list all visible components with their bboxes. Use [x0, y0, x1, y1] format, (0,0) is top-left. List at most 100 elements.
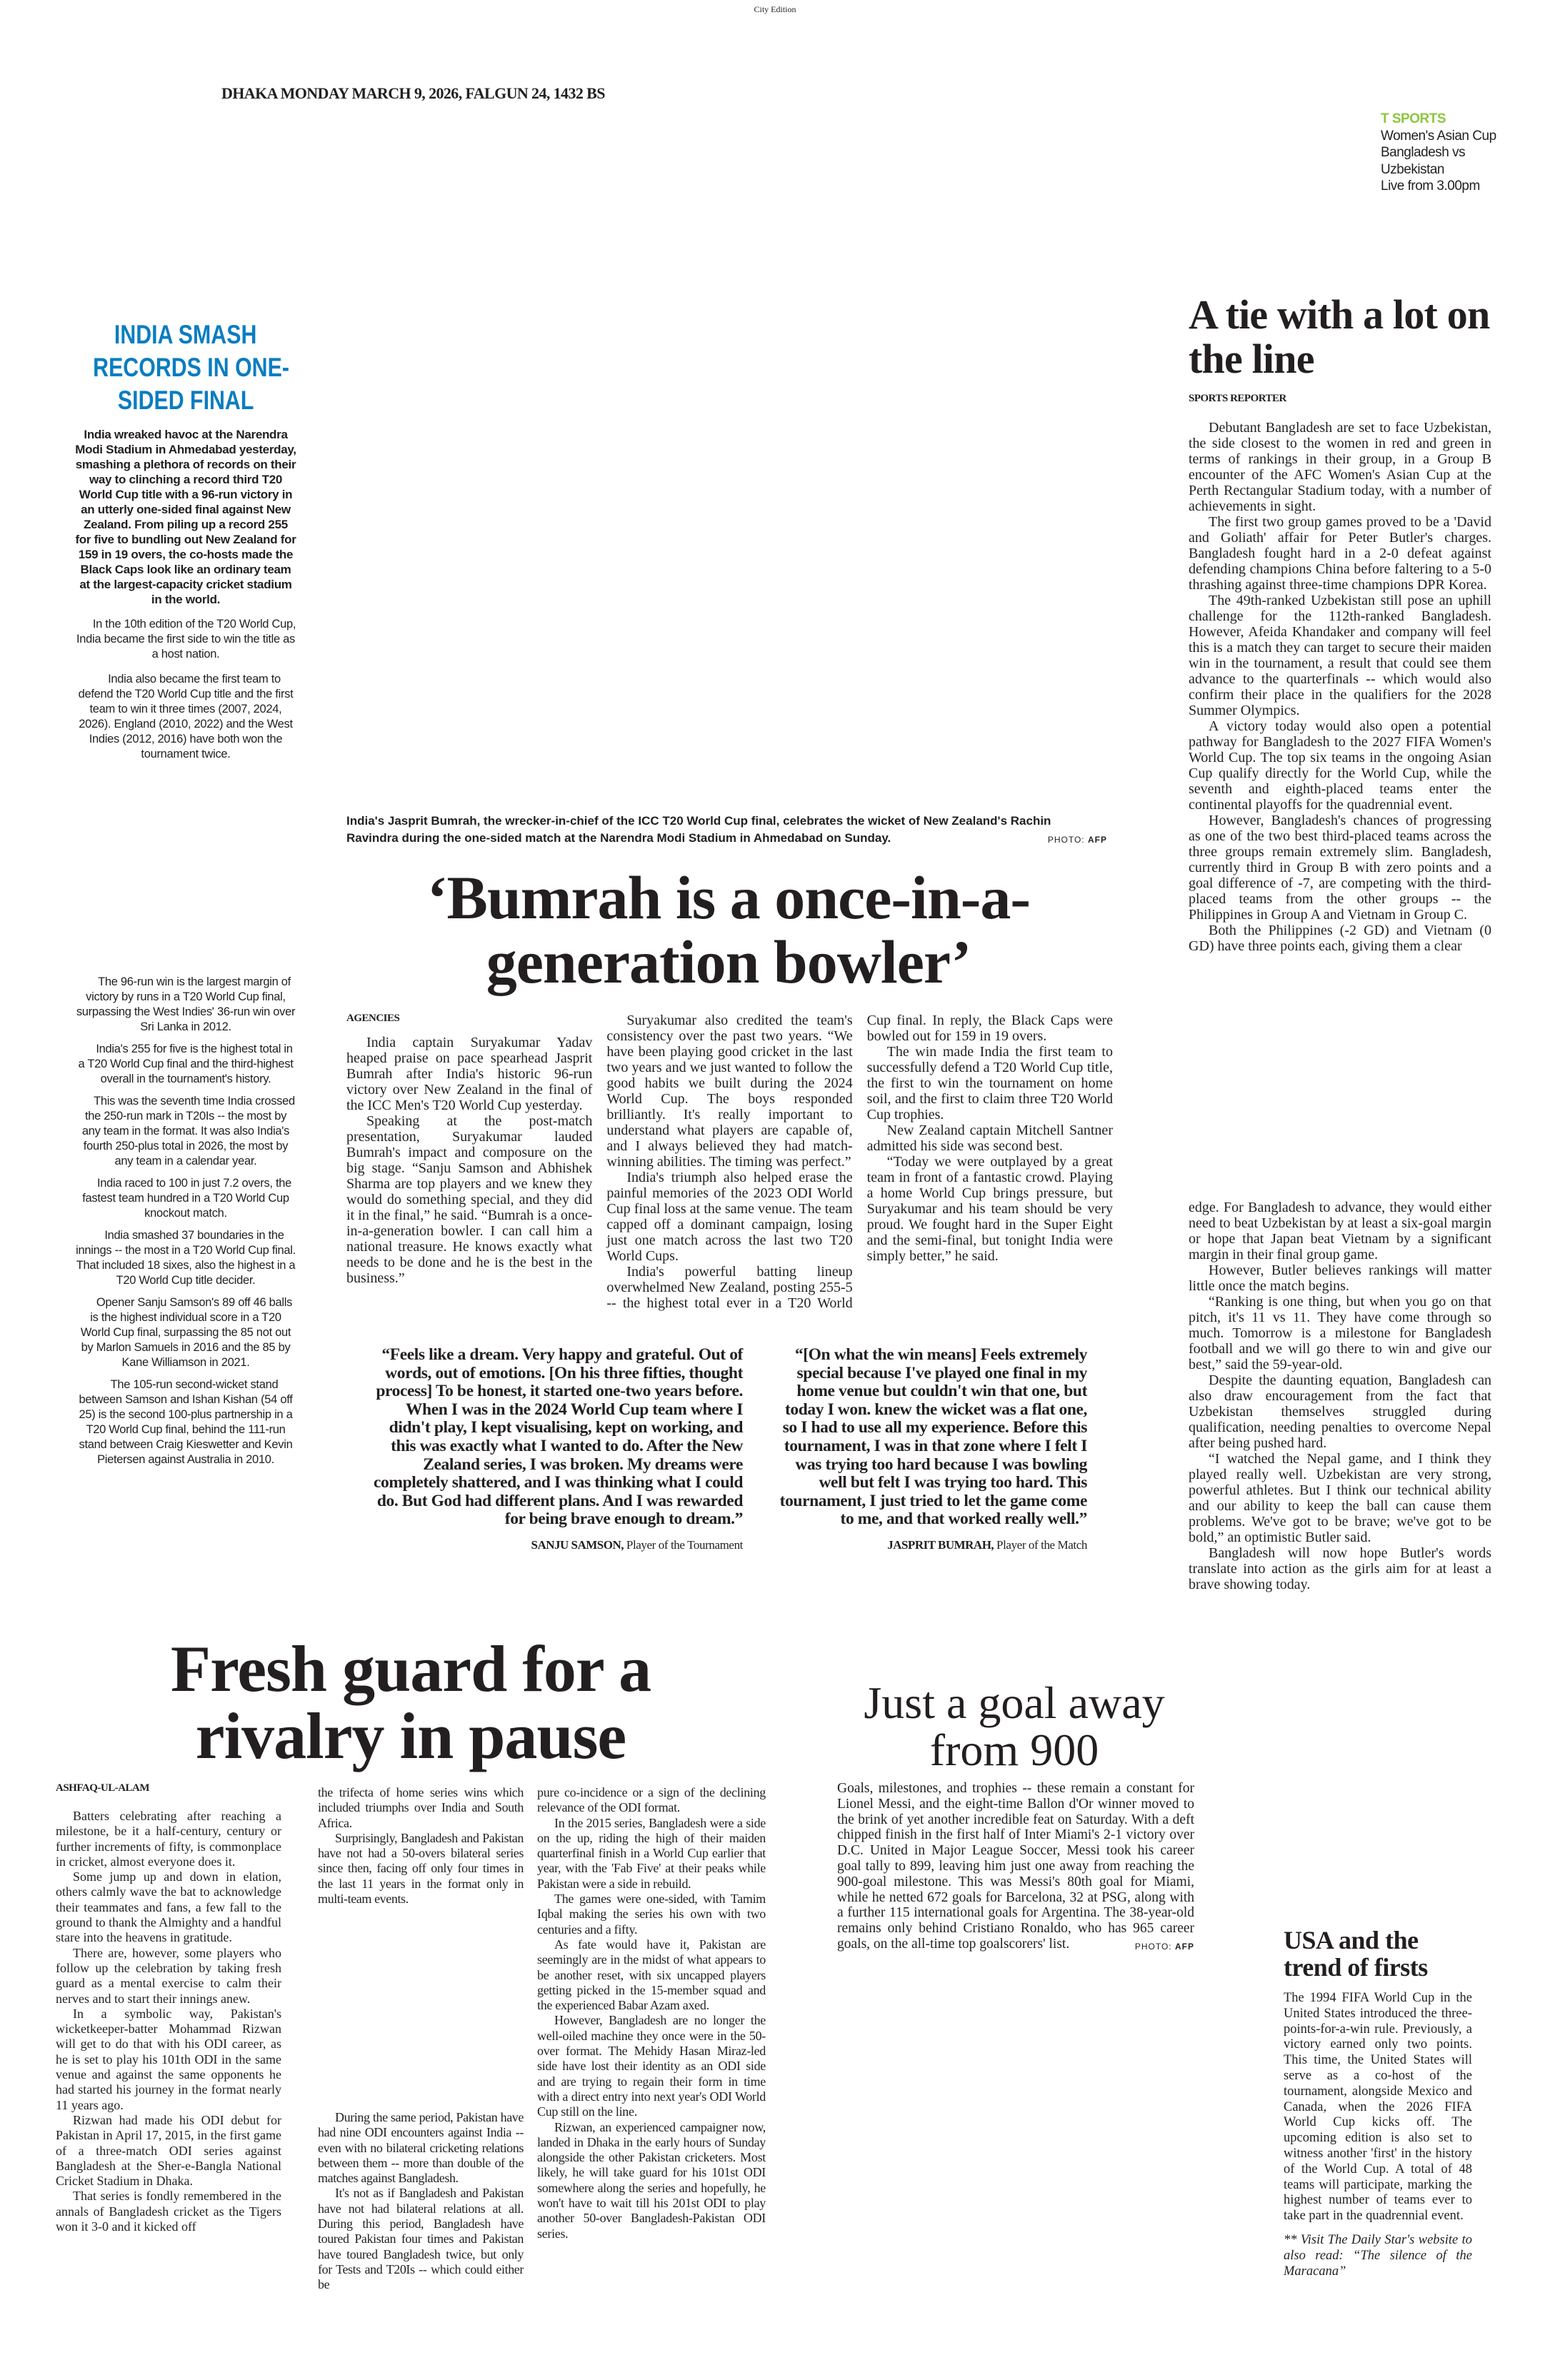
fresh-guard-column-1: Batters celebrating after reaching a mil… [56, 1809, 281, 2234]
paragraph: The win made India the first team to suc… [866, 1044, 1113, 1123]
byline: SPORTS REPORTER [1189, 393, 1286, 404]
photo-caption: India's Jasprit Bumrah, the wrecker-in-c… [346, 813, 1106, 847]
paragraph: The 96-run win is the largest margin of … [76, 975, 296, 1033]
headline-line: RECORDS IN ONE- [93, 353, 289, 382]
lead-story-text: India captain Suryakumar Yadav heaped pr… [346, 1013, 1113, 1312]
credit-source: AFP [1175, 1941, 1194, 1952]
paragraph: Some jump up and down in elation, others… [56, 1869, 281, 1945]
headline-line: Fresh guard for a [170, 1632, 651, 1705]
paragraph: Both the Philippines (-2 GD) and Vietnam… [1189, 923, 1491, 954]
quote-text: “[On what the win means] Feels extremely… [779, 1345, 1088, 1529]
paragraph: pure co-incidence or a sign of the decli… [537, 1785, 766, 1815]
paragraph: The 105-run second-wicket stand between … [79, 1378, 293, 1466]
paragraph: In the 2015 series, Bangladesh were a si… [537, 1815, 766, 1891]
tie-headline: A tie with a lot on the line [1189, 291, 1490, 382]
tie-story-text-continued: edge. For Bangladesh to advance, they wo… [1189, 1200, 1491, 1592]
sidebar-facts: The 96-run win is the largest margin of … [75, 975, 296, 1475]
paragraph: However, Butler believes rankings will m… [1189, 1262, 1491, 1294]
paragraph: India smashed 37 boundaries in the innin… [76, 1229, 296, 1287]
sidebar-headline: INDIA SMASH RECORDS IN ONE- SIDED FINAL [71, 318, 300, 417]
caption-text: India's Jasprit Bumrah, the wrecker-in-c… [346, 814, 1051, 845]
paragraph: Rizwan, an experienced campaigner now, l… [537, 2119, 766, 2241]
byline: AGENCIES [346, 1013, 400, 1024]
paragraph: Suryakumar also credited the team's cons… [606, 1013, 853, 1170]
website-note: ** Visit The Daily Star's website to als… [1284, 2232, 1472, 2279]
paragraph: There are, however, some players who fol… [56, 1945, 281, 2006]
paragraph: India's 255 for five is the highest tota… [78, 1043, 294, 1085]
messi-story-text: Goals, milestones, and trophies -- these… [837, 1781, 1194, 1952]
tv-listing-line: Uzbekistan [1381, 161, 1444, 177]
usa-story-text: The 1994 FIFA World Cup in the United St… [1284, 1991, 1472, 2224]
tv-listing-line: Bangladesh vs [1381, 145, 1466, 160]
quote-role: Player of the Match [996, 1537, 1087, 1552]
paragraph: India's triumph also helped erase the pa… [606, 1170, 853, 1264]
fresh-guard-column-2-top: the trifecta of home series wins which i… [318, 1785, 524, 1907]
edition-label: City Edition [754, 4, 796, 14]
paragraph: This was the seventh time India crossed … [81, 1095, 295, 1168]
paragraph: Rizwan had made his ODI debut for Pakist… [56, 2112, 281, 2189]
paragraph: However, Bangladesh's chances of progres… [1189, 813, 1491, 923]
paragraph: New Zealand captain Mitchell Santner adm… [866, 1123, 1113, 1154]
photo-credit: PHOTO: AFP [1048, 831, 1107, 848]
paragraph: That series is fondly remembered in the … [56, 2189, 281, 2234]
paragraph: The first two group games proved to be a… [1189, 514, 1491, 593]
paragraph: India raced to 100 in just 7.2 overs, th… [82, 1177, 292, 1220]
headline-line: from 900 [929, 1724, 1099, 1775]
credit-label: PHOTO: [1047, 835, 1085, 845]
paragraph: the trifecta of home series wins which i… [318, 1785, 524, 1830]
messi-story: Goals, milestones, and trophies -- these… [837, 1781, 1194, 1955]
paragraph: However, Bangladesh are no longer the we… [537, 2013, 766, 2119]
paragraph: Batters celebrating after reaching a mil… [56, 1809, 281, 1869]
paragraph: India wreaked havoc at the Narendra Modi… [75, 428, 296, 606]
paragraph: The 49th-ranked Uzbekistan still pose an… [1189, 593, 1491, 718]
paragraph: It's not as if Bangladesh and Pakistan h… [318, 2186, 524, 2292]
paragraph: “I watched the Nepal game, and I think t… [1189, 1451, 1491, 1545]
tv-channel: T SPORTS [1381, 111, 1446, 126]
paragraph: A victory today would also open a potent… [1189, 718, 1491, 813]
paragraph: “Ranking is one thing, but when you go o… [1189, 1294, 1491, 1372]
paragraph: India also became the first team to defe… [78, 673, 294, 760]
photo-credit: PHOTO: AFP [1135, 1939, 1194, 1955]
paragraph: Surprisingly, Bangladesh and Pakistan ha… [318, 1830, 524, 1907]
sidebar-intro: India wreaked havoc at the Narendra Modi… [75, 427, 296, 772]
pull-quote-samson: “Feels like a dream. Very happy and grat… [361, 1345, 744, 1555]
lead-headline: ‘Bumrah is a once-in-a- generation bowle… [336, 865, 1121, 994]
headline-line: INDIA SMASH [114, 320, 257, 349]
headline-line: trend of firsts [1284, 1953, 1428, 1982]
headline-line: USA and the [1284, 1926, 1419, 1954]
paragraph: India's powerful batting lineup overwhel… [606, 1013, 1113, 1311]
paragraph: As fate would have it, Pakistan are seem… [537, 1937, 766, 2013]
lead-story-body: AGENCIES India captain Suryakumar Yadav … [346, 1013, 1113, 1312]
tv-listing-line: Women's Asian Cup [1381, 128, 1496, 144]
tie-story-text: Debutant Bangladesh are set to face Uzbe… [1189, 420, 1491, 954]
paragraph: India captain Suryakumar Yadav heaped pr… [346, 1035, 593, 1113]
quote-attribution: JASPRIT BUMRAH, Player of the Match [768, 1536, 1087, 1555]
quote-name: SANJU SAMSON, [531, 1537, 624, 1552]
paragraph: Debutant Bangladesh are set to face Uzbe… [1189, 420, 1491, 514]
headline-line: Just a goal away [864, 1677, 1165, 1728]
paragraph: The games were one-sided, with Tamim Iqb… [537, 1892, 766, 1937]
byline: ASHFAQ-UL-ALAM [56, 1782, 150, 1794]
paragraph: Bangladesh will now hope Butler's words … [1189, 1545, 1491, 1592]
fresh-guard-column-3: pure co-incidence or a sign of the decli… [537, 1785, 766, 2241]
messi-headline: Just a goal away from 900 [832, 1679, 1196, 1774]
pull-quote-bumrah: “[On what the win means] Feels extremely… [768, 1345, 1088, 1555]
fresh-guard-headline: Fresh guard for a rivalry in pause [86, 1635, 736, 1769]
tv-listing-line: Live from 3.00pm [1381, 179, 1480, 194]
paragraph: Speaking at the post-match presentation,… [346, 1113, 593, 1286]
paragraph: edge. For Bangladesh to advance, they wo… [1189, 1200, 1491, 1262]
dateline: DHAKA MONDAY MARCH 9, 2026, FALGUN 24, 1… [221, 84, 605, 102]
paragraph: Despite the daunting equation, Banglades… [1189, 1372, 1491, 1451]
paragraph: In the 10th edition of the T20 World Cup… [76, 618, 296, 661]
paragraph: During the same period, Pakistan have ha… [318, 2110, 524, 2186]
paragraph: “Today we were outplayed by a great team… [866, 1154, 1113, 1264]
usa-story: The 1994 FIFA World Cup in the United St… [1284, 1991, 1472, 2279]
headline-line: ‘Bumrah is a once-in-a- [426, 863, 1031, 932]
fresh-guard-column-2-bottom: During the same period, Pakistan have ha… [318, 2110, 524, 2293]
quote-role: Player of the Tournament [626, 1537, 744, 1552]
headline-line: rivalry in pause [195, 1699, 626, 1772]
quote-attribution: SANJU SAMSON, Player of the Tournament [361, 1536, 744, 1555]
usa-headline: USA and the trend of firsts [1284, 1927, 1498, 1981]
credit-label: PHOTO: [1134, 1941, 1172, 1952]
tv-listing: T SPORTS Women's Asian Cup Bangladesh vs… [1381, 111, 1496, 195]
